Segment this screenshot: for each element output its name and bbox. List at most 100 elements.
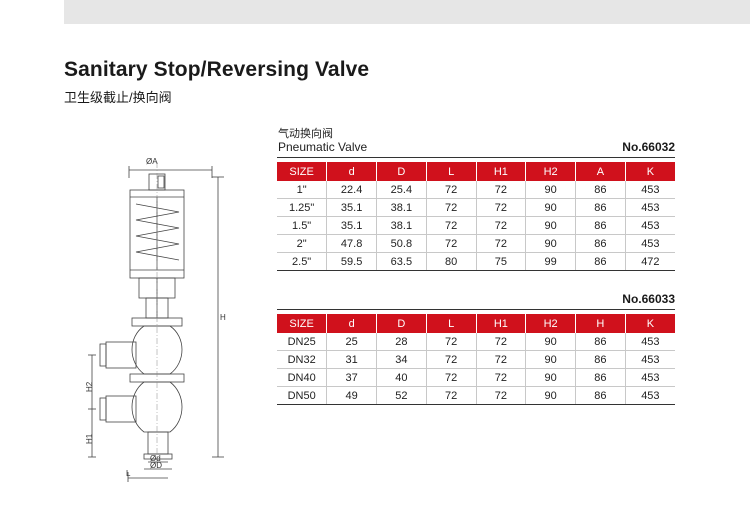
table-cell: 86 [575, 234, 626, 253]
table-cell: 72 [475, 198, 526, 217]
table-row: 2" 47.8 50.8 72 72 90 86 453 [277, 234, 675, 253]
table-cell: 90 [525, 198, 576, 217]
section2-model-number: No.66033 [622, 292, 675, 306]
table-row: DN50 49 52 72 72 90 86 453 [277, 386, 675, 405]
table-cell: 63.5 [376, 252, 427, 271]
table-cell: 90 [525, 386, 576, 405]
table-cell: 86 [575, 333, 626, 351]
table-header-row: SIZE d D L H1 H2 H K [277, 314, 675, 333]
column-header: H [575, 314, 626, 333]
column-header: D [376, 162, 427, 181]
table-cell: 37 [326, 368, 377, 387]
table-cell: 25 [326, 333, 377, 351]
table-cell: DN50 [277, 386, 327, 405]
dim-label-h2: H2 [85, 381, 94, 392]
table-cell: 1.25" [277, 198, 327, 217]
table-cell: 2.5" [277, 252, 327, 271]
table-cell: 59.5 [326, 252, 377, 271]
table-cell: 31 [326, 350, 377, 369]
table-cell: 72 [425, 181, 476, 199]
column-header: K [624, 162, 675, 181]
table-cell: 2" [277, 234, 327, 253]
table-cell: DN32 [277, 350, 327, 369]
page-subtitle: 卫生级截止/换向阀 [64, 90, 172, 105]
table-cell: 80 [425, 252, 476, 271]
table-cell: 72 [475, 368, 526, 387]
section1-label-en: Pneumatic Valve [278, 140, 368, 154]
table-cell: 52 [376, 386, 427, 405]
page-title: Sanitary Stop/Reversing Valve [64, 58, 370, 81]
table-cell: 72 [475, 350, 526, 369]
table-cell: 72 [425, 216, 476, 235]
table-cell: 40 [376, 368, 427, 387]
table-cell: 75 [475, 252, 526, 271]
table-cell: 86 [575, 386, 626, 405]
dim-label-h1: H1 [85, 433, 94, 444]
column-header: A [575, 162, 626, 181]
table-cell: 90 [525, 216, 576, 235]
column-header: H2 [525, 162, 576, 181]
valve-drawing: ØA H H2 H1 Ød ØD L [85, 157, 226, 482]
table-cell: 25.4 [376, 181, 427, 199]
table-cell: 453 [624, 333, 675, 351]
table-cell: 47.8 [326, 234, 377, 253]
table-header-row: SIZE d D L H1 H2 A K [277, 162, 675, 181]
table-cell: 90 [525, 181, 576, 199]
column-header: H1 [475, 162, 526, 181]
table-cell: 72 [425, 368, 476, 387]
table-cell: 28 [376, 333, 427, 351]
column-header: d [326, 162, 377, 181]
table-cell: 72 [425, 386, 476, 405]
table-cell: 50.8 [376, 234, 427, 253]
spec-table-66032: SIZE d D L H1 H2 A K 1" 22.4 25.4 72 72 … [277, 162, 675, 271]
column-header: H1 [475, 314, 526, 333]
table-cell: 72 [425, 198, 476, 217]
table-cell: 72 [425, 350, 476, 369]
table-cell: 453 [624, 198, 675, 217]
column-header: d [326, 314, 377, 333]
table-cell: 86 [575, 216, 626, 235]
table-cell: 72 [475, 181, 526, 199]
spec-table-66033: SIZE d D L H1 H2 H K DN25 25 28 72 72 90… [277, 314, 675, 405]
table-cell: 72 [425, 333, 476, 351]
table-cell: 453 [624, 234, 675, 253]
table-cell: 86 [575, 181, 626, 199]
table-cell: 38.1 [376, 198, 427, 217]
table-cell: 35.1 [326, 216, 377, 235]
table-cell: 99 [525, 252, 576, 271]
table-row: 1" 22.4 25.4 72 72 90 86 453 [277, 181, 675, 199]
column-header: L [425, 162, 476, 181]
table-cell: DN25 [277, 333, 327, 351]
table-cell: 72 [475, 216, 526, 235]
dim-label-dia-a: ØA [146, 157, 158, 166]
table-cell: DN40 [277, 368, 327, 387]
table-cell: 72 [475, 386, 526, 405]
table-cell: 86 [575, 198, 626, 217]
table-row: DN40 37 40 72 72 90 86 453 [277, 368, 675, 387]
table-cell: 86 [575, 350, 626, 369]
section1-label-cn: 气动换向阀 [278, 128, 333, 140]
dim-label-d-small: Ød [150, 454, 161, 463]
dim-label-l: L [126, 469, 131, 478]
table-row: DN25 25 28 72 72 90 86 453 [277, 333, 675, 351]
table-cell: 35.1 [326, 198, 377, 217]
table-cell: 38.1 [376, 216, 427, 235]
table-cell: 72 [475, 333, 526, 351]
column-header: K [624, 314, 675, 333]
table-cell: 22.4 [326, 181, 377, 199]
table-row: 2.5" 59.5 63.5 80 75 99 86 472 [277, 252, 675, 271]
table-row: DN32 31 34 72 72 90 86 453 [277, 350, 675, 369]
column-header: SIZE [277, 314, 327, 333]
section2-top-rule [277, 309, 675, 310]
section1-top-rule [277, 157, 675, 158]
table-cell: 34 [376, 350, 427, 369]
table-cell: 90 [525, 350, 576, 369]
section1-model-number: No.66032 [622, 140, 675, 154]
table-cell: 72 [425, 234, 476, 253]
table-cell: 453 [624, 181, 675, 199]
column-header: L [425, 314, 476, 333]
table-cell: 86 [575, 368, 626, 387]
table-cell: 1.5" [277, 216, 327, 235]
dim-label-d-big: ØD [150, 461, 162, 470]
table-cell: 86 [575, 252, 626, 271]
